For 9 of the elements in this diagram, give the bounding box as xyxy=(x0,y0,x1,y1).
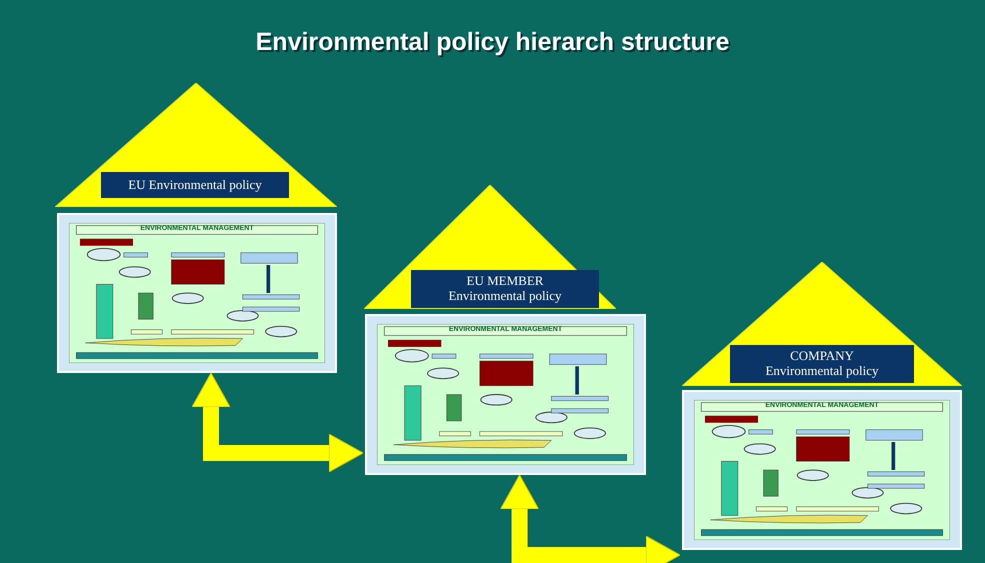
double-arrow xyxy=(500,474,680,563)
panel-frame xyxy=(682,390,962,550)
double-arrow xyxy=(192,372,364,472)
panel-frame xyxy=(365,314,646,475)
slide-title: Environmental policy hierarch structure xyxy=(254,28,730,57)
policy-label: EU Environmental policy xyxy=(101,172,289,198)
policy-label: COMPANY Environmental policy xyxy=(730,345,914,383)
panel-frame xyxy=(57,213,337,373)
policy-label: EU MEMBER Environmental policy xyxy=(411,270,599,308)
